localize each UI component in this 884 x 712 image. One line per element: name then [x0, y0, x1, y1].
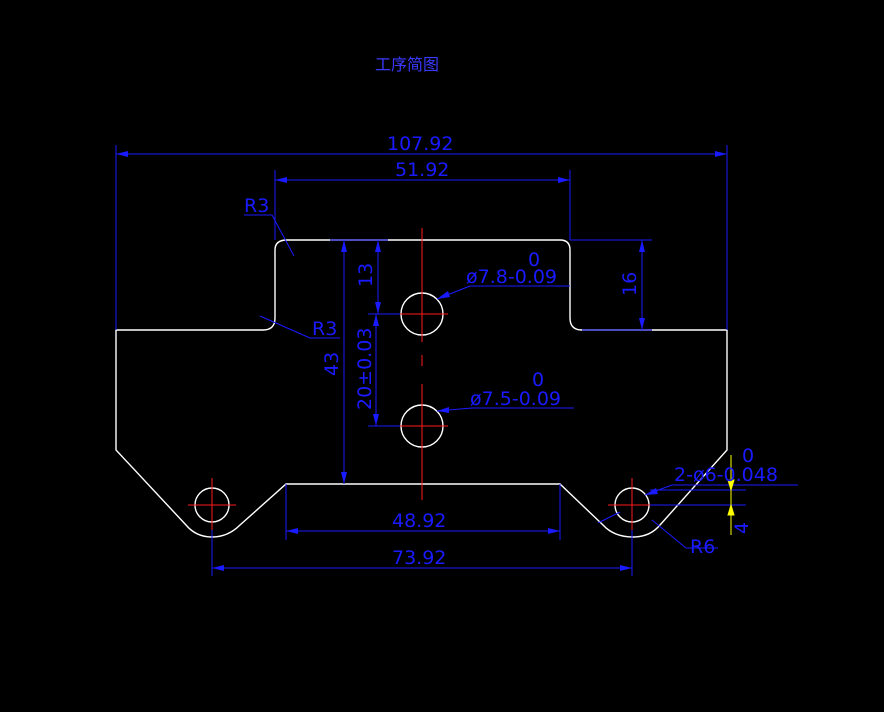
centerlines [188, 228, 656, 530]
dim-bottom-holes: 73.92 [392, 547, 446, 569]
tol-upper-hole: 0 [528, 249, 540, 271]
tol-side-holes: 0 [742, 445, 754, 467]
part-outline [115, 239, 728, 538]
dim-radius-top: R3 [244, 195, 269, 217]
drawing-title: 工序简图 [375, 55, 439, 74]
label-lower-hole: ø7.5-0.09 [470, 388, 561, 410]
dim-hole-spacing: 20±0.03 [354, 328, 376, 410]
tol-lower-hole: 0 [532, 369, 544, 391]
label-side-holes: 2-ø6-0.048 [674, 464, 778, 486]
dim-top-width: 51.92 [395, 159, 449, 181]
dim-height-step: 16 [619, 272, 641, 296]
dim-overall-width: 107.92 [387, 133, 453, 155]
dim-height-total: 43 [321, 352, 343, 376]
dim-radius-inner: R3 [312, 318, 337, 340]
dimension-lines [115, 145, 798, 576]
label-upper-hole: ø7.8-0.09 [466, 266, 557, 288]
tolerance-markers [727, 455, 735, 535]
arrowheads [116, 151, 727, 571]
dim-bottom-inner: 48.92 [392, 510, 446, 532]
dim-radius-lug: R6 [690, 536, 715, 558]
dim-hole-small: 4 [731, 522, 753, 534]
dim-height-top: 13 [355, 263, 377, 287]
